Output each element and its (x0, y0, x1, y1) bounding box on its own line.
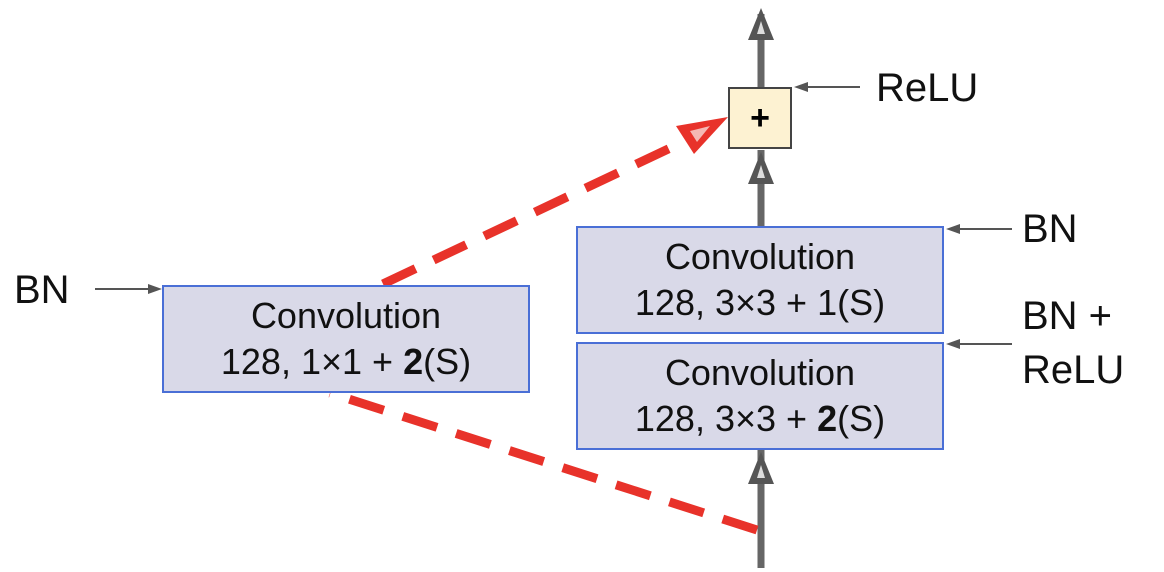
main-convolution-top-box: Convolution 128, 3×3 + 1(S) (576, 226, 944, 334)
shortcut-convolution-title: Convolution (250, 295, 442, 336)
main-convolution-bottom-params: 128, 3×3 + 2(S) (634, 398, 886, 439)
main-convolution-bottom-box: Convolution 128, 3×3 + 2(S) (576, 342, 944, 450)
bn-left-label: BN (14, 268, 70, 312)
bn-relu-label-line2: ReLU (1022, 348, 1125, 392)
main-convolution-top-params: 128, 3×3 + 1(S) (634, 282, 886, 323)
bn-top-label: BN (1022, 207, 1078, 251)
shortcut-convolution-params: 128, 1×1 + 2(S) (220, 341, 472, 382)
bn-relu-label-line1: BN + (1022, 294, 1113, 338)
shortcut-input-dash (328, 388, 759, 535)
main-convolution-bottom-title: Convolution (664, 352, 856, 393)
shortcut-output-dash (381, 129, 702, 289)
relu-label: ReLU (876, 66, 979, 110)
main-convolution-top-title: Convolution (664, 236, 856, 277)
shortcut-convolution-box: Convolution 128, 1×1 + 2(S) (162, 285, 530, 393)
add-node: + (728, 87, 792, 149)
